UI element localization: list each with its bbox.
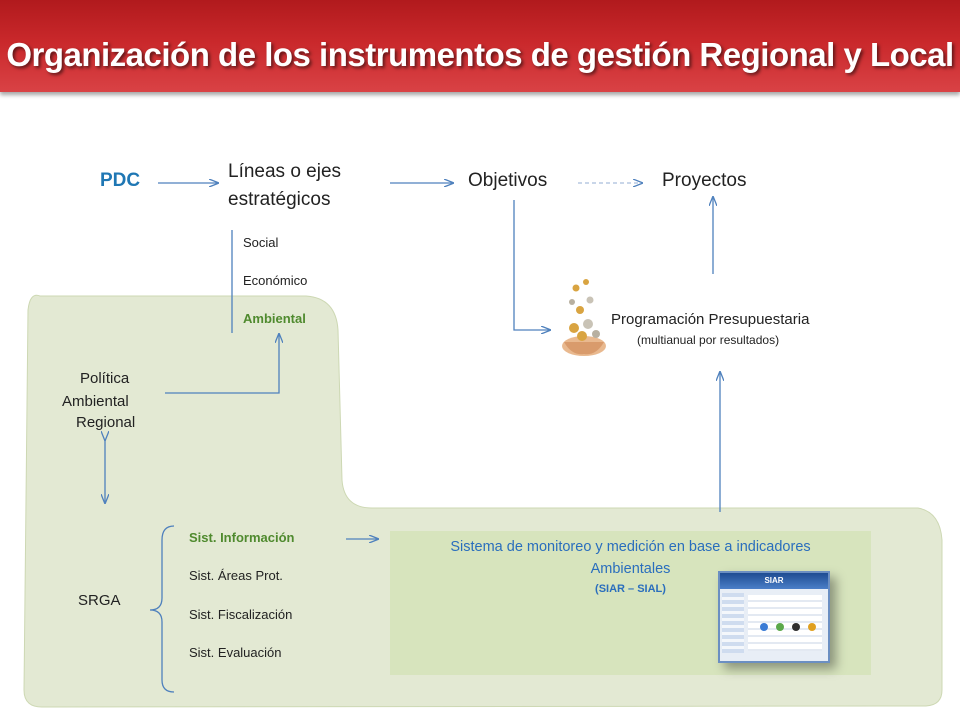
siar-screenshot: SIAR [718, 571, 830, 663]
monitoring-title-line2: Ambientales [590, 561, 671, 577]
siar-indicator-icon [792, 623, 800, 631]
page-title: Organización de los instrumentos de gest… [6, 36, 954, 73]
policy-line2: Ambiental [62, 393, 129, 410]
siar-screen-header: SIAR [720, 573, 828, 589]
system-fiscalizacion: Sist. Fiscalización [189, 607, 293, 622]
monitoring-code: (SIAR – SIAL) [595, 583, 666, 595]
siar-indicator-icon [760, 623, 768, 631]
lineas-label-line2: estratégicos [228, 189, 331, 210]
system-areas-prot: Sist. Áreas Prot. [189, 568, 283, 583]
policy-line1: Política [80, 370, 130, 387]
siar-indicator-icon [776, 623, 784, 631]
siar-screen-sidebar [722, 593, 744, 653]
arrow-objetivos-budget [513, 200, 550, 330]
objetivos-label: Objetivos [468, 170, 548, 191]
policy-line3: Regional [76, 414, 136, 431]
srga-brace [149, 525, 175, 693]
siar-indicator-icon [808, 623, 816, 631]
axis-economico: Económico [243, 273, 308, 288]
axis-social: Social [243, 235, 279, 250]
system-informacion: Sist. Información [189, 530, 295, 545]
pdc-label: PDC [100, 170, 141, 191]
proyectos-label: Proyectos [662, 170, 747, 191]
budget-subtitle: (multianual por resultados) [637, 333, 780, 347]
title-bar [0, 0, 960, 92]
axis-ambiental: Ambiental [243, 311, 306, 326]
srga-label: SRGA [78, 592, 121, 609]
lineas-label-line1: Líneas o ejes [228, 161, 342, 182]
budget-title: Programación Presupuestaria [611, 311, 810, 328]
monitoring-title-line1: Sistema de monitoreo y medición en base … [450, 539, 811, 555]
system-evaluacion: Sist. Evaluación [189, 645, 282, 660]
coins-hands-icon [562, 279, 606, 356]
arrow-politica-ambiental [165, 334, 279, 394]
